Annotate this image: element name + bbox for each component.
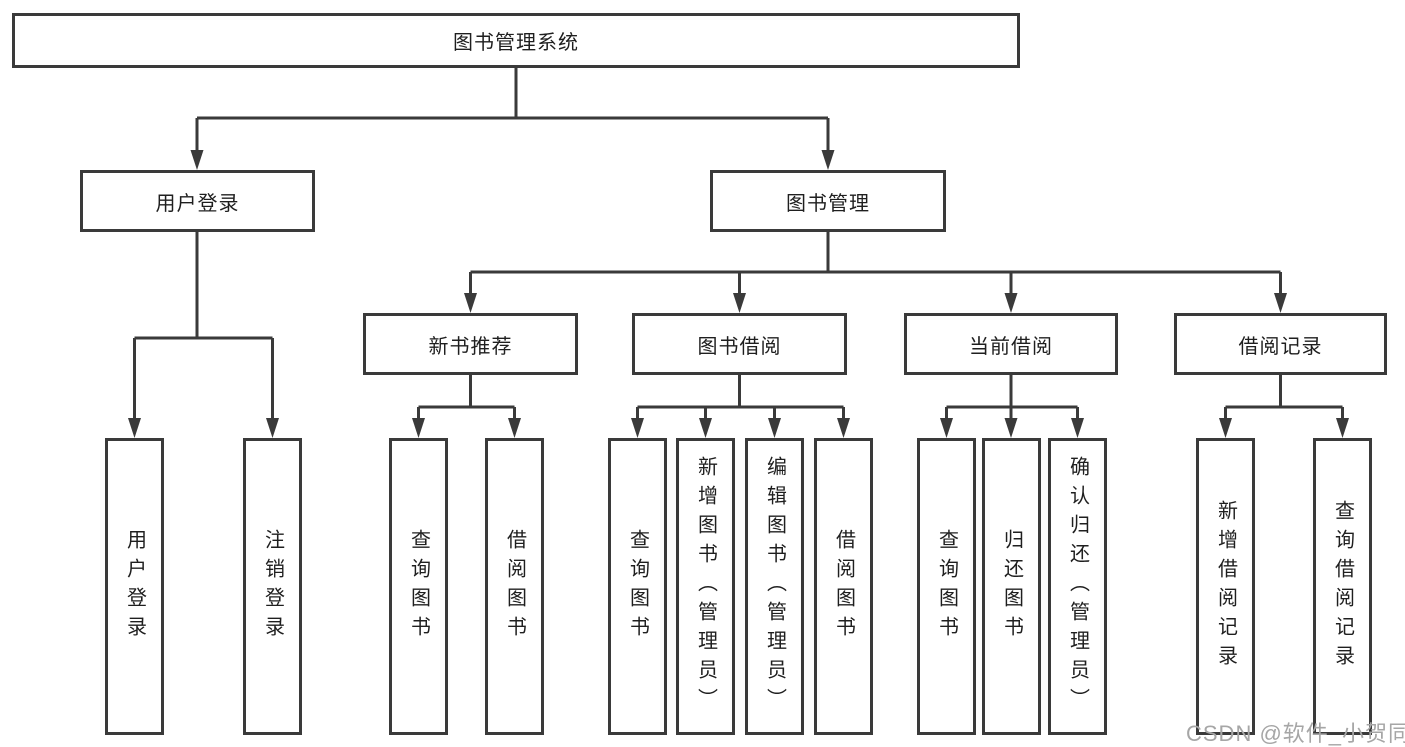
leaf-records-add-record: 新增借阅记录 [1196, 438, 1255, 735]
leaf-label: 查询图书 [407, 528, 430, 645]
leaf-label: 归还图书 [1000, 528, 1023, 645]
leaf-label: 借阅图书 [503, 528, 526, 645]
leaf-label: 查询图书 [626, 528, 649, 645]
arrowhead-icon [699, 418, 712, 438]
leaf-recommend-borrow-book: 借阅图书 [485, 438, 544, 735]
arrowhead-icon [733, 293, 746, 313]
arrowhead-icon [508, 418, 521, 438]
arrowhead-icon [190, 150, 204, 170]
arrowhead-icon [128, 418, 141, 438]
node-label: 借阅记录 [1238, 335, 1323, 358]
leaf-borrow-add-book-admin: 新增图书（管理员） [676, 438, 735, 735]
arrowhead-icon [1336, 418, 1349, 438]
leaf-records-query-record: 查询借阅记录 [1313, 438, 1372, 735]
node-root: 图书管理系统 [12, 13, 1020, 68]
node-label: 图书管理系统 [453, 32, 579, 54]
arrowhead-icon [1219, 418, 1232, 438]
leaf-logout: 注销登录 [243, 438, 302, 735]
arrowhead-icon [1071, 418, 1084, 438]
leaf-label: 借阅图书 [832, 528, 855, 645]
arrowhead-icon [768, 418, 781, 438]
arrowhead-icon [464, 293, 477, 313]
node-user-login: 用户登录 [80, 170, 315, 232]
node-label: 图书借阅 [697, 335, 782, 358]
connector-records-to-leaves [1219, 375, 1349, 438]
leaf-borrow-query-book: 查询图书 [608, 438, 667, 735]
connector-book-management-to-level3 [464, 232, 1287, 313]
leaf-label: 查询图书 [935, 528, 958, 645]
connector-user-login-to-leaves [128, 232, 279, 438]
leaf-label: 新增图书（管理员） [694, 456, 717, 717]
connector-root-to-level2 [190, 68, 835, 170]
leaf-borrow-edit-book-admin: 编辑图书（管理员） [745, 438, 804, 735]
connector-recommend-to-leaves [412, 375, 521, 438]
node-book-management: 图书管理 [710, 170, 946, 232]
arrowhead-icon [631, 418, 644, 438]
leaf-label: 编辑图书（管理员） [763, 456, 786, 717]
arrowhead-icon [266, 418, 279, 438]
connector-current-to-leaves [940, 375, 1084, 438]
leaf-label: 查询借阅记录 [1331, 499, 1354, 674]
watermark: CSDN @软件_小贺同学 [1186, 721, 1405, 746]
leaf-current-return-book: 归还图书 [982, 438, 1041, 735]
leaf-label: 用户登录 [123, 528, 146, 645]
node-label: 新书推荐 [428, 335, 513, 358]
leaf-user-login: 用户登录 [105, 438, 164, 735]
arrowhead-icon [1004, 418, 1018, 438]
leaf-borrow-borrow-book: 借阅图书 [814, 438, 873, 735]
node-current-borrow: 当前借阅 [904, 313, 1118, 375]
leaf-current-confirm-return-admin: 确认归还（管理员） [1048, 438, 1107, 735]
arrowhead-icon [821, 150, 835, 170]
arrowhead-icon [1274, 293, 1287, 313]
arrowhead-icon [1004, 293, 1018, 313]
node-label: 当前借阅 [969, 335, 1053, 358]
leaf-label: 注销登录 [261, 528, 284, 645]
node-book-borrow: 图书借阅 [632, 313, 847, 375]
node-label: 图书管理 [786, 192, 870, 215]
leaf-label: 确认归还（管理员） [1066, 456, 1089, 717]
leaf-label: 新增借阅记录 [1214, 499, 1237, 674]
connector-borrow-to-leaves [631, 375, 850, 438]
node-borrow-records: 借阅记录 [1174, 313, 1387, 375]
node-new-book-recommend: 新书推荐 [363, 313, 578, 375]
arrowhead-icon [837, 418, 850, 438]
arrowhead-icon [412, 418, 425, 438]
leaf-recommend-query-book: 查询图书 [389, 438, 448, 735]
leaf-current-query-book: 查询图书 [917, 438, 976, 735]
node-label: 用户登录 [155, 192, 240, 215]
arrowhead-icon [940, 418, 953, 438]
